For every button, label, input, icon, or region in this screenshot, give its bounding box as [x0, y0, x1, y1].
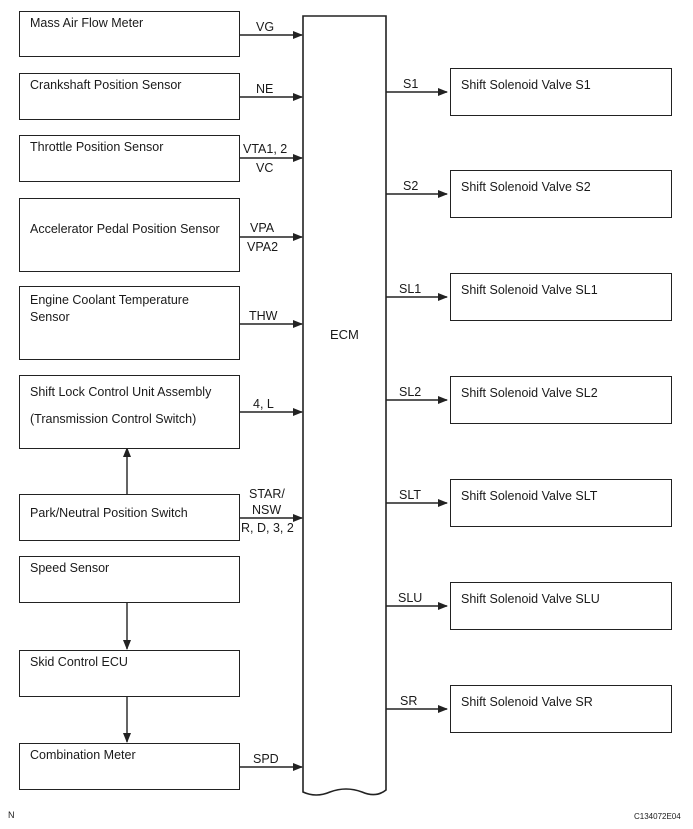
signal-vta: VTA1, 2	[243, 142, 288, 156]
solenoid-sl1-box: Shift Solenoid Valve SL1	[450, 273, 672, 321]
signal-slt: SLT	[399, 488, 421, 502]
solenoid-s2-box: Shift Solenoid Valve S2	[450, 170, 672, 218]
box-label-line2: (Transmission Control Switch)	[30, 412, 197, 426]
box-label-line1: Engine Coolant Temperature	[30, 293, 189, 307]
speed-sensor-box: Speed Sensor	[19, 556, 240, 603]
box-label: Shift Solenoid Valve S2	[461, 180, 591, 194]
box-label: Throttle Position Sensor	[30, 140, 164, 154]
signal-spd: SPD	[253, 752, 279, 766]
box-label: Skid Control ECU	[30, 655, 128, 669]
solenoid-s1-box: Shift Solenoid Valve S1	[450, 68, 672, 116]
mass-air-flow-meter-box: Mass Air Flow Meter	[19, 11, 240, 57]
footer-left-mark: N	[8, 810, 15, 820]
box-label: Crankshaft Position Sensor	[30, 78, 182, 92]
signal-sr: SR	[400, 694, 418, 708]
box-label: Shift Solenoid Valve S1	[461, 78, 591, 92]
box-label-line2: Sensor	[30, 310, 70, 324]
signal-nsw: NSW	[252, 503, 282, 517]
box-label: Accelerator Pedal Position Sensor	[30, 222, 220, 236]
signal-s2: S2	[403, 179, 419, 193]
signal-vc: VC	[256, 161, 274, 175]
signal-thw: THW	[249, 309, 278, 323]
box-label: Shift Solenoid Valve SLU	[461, 592, 600, 606]
engine-coolant-sensor-box: Engine Coolant Temperature Sensor	[19, 286, 240, 360]
box-label: Shift Solenoid Valve SL2	[461, 386, 598, 400]
signal-s1: S1	[403, 77, 419, 91]
signal-vg: VG	[256, 20, 275, 34]
box-label: Shift Solenoid Valve SLT	[461, 489, 598, 503]
combination-meter-box: Combination Meter	[19, 743, 240, 790]
accelerator-pedal-sensor-box: Accelerator Pedal Position Sensor	[19, 198, 240, 272]
shift-lock-control-box: Shift Lock Control Unit Assembly (Transm…	[19, 375, 240, 449]
signal-slu: SLU	[398, 591, 423, 605]
solenoid-slu-box: Shift Solenoid Valve SLU	[450, 582, 672, 630]
throttle-position-sensor-box: Throttle Position Sensor	[19, 135, 240, 182]
box-label: Shift Solenoid Valve SL1	[461, 283, 598, 297]
box-label: Shift Solenoid Valve SR	[461, 695, 593, 709]
solenoid-sr-box: Shift Solenoid Valve SR	[450, 685, 672, 733]
signal-ne: NE	[256, 82, 274, 96]
ecm-label: ECM	[330, 327, 359, 342]
crankshaft-position-sensor-box: Crankshaft Position Sensor	[19, 73, 240, 120]
solenoid-sl2-box: Shift Solenoid Valve SL2	[450, 376, 672, 424]
signal-vpa: VPA	[250, 221, 275, 235]
signal-sl2: SL2	[399, 385, 422, 399]
box-label: Speed Sensor	[30, 561, 110, 575]
footer-figure-code: C134072E04	[634, 812, 681, 821]
solenoid-slt-box: Shift Solenoid Valve SLT	[450, 479, 672, 527]
park-neutral-switch-box: Park/Neutral Position Switch	[19, 494, 240, 541]
signal-sl1: SL1	[399, 282, 422, 296]
signal-rd32: R, D, 3, 2	[241, 521, 294, 535]
signal-star: STAR/	[249, 487, 285, 501]
skid-control-ecu-box: Skid Control ECU	[19, 650, 240, 697]
box-label: Combination Meter	[30, 748, 136, 762]
box-label: Park/Neutral Position Switch	[30, 506, 188, 520]
signal-vpa2: VPA2	[247, 240, 279, 254]
ecm-block	[302, 15, 387, 796]
box-label-line1: Shift Lock Control Unit Assembly	[30, 385, 212, 399]
box-label: Mass Air Flow Meter	[30, 16, 144, 30]
signal-4l: 4, L	[253, 397, 274, 411]
